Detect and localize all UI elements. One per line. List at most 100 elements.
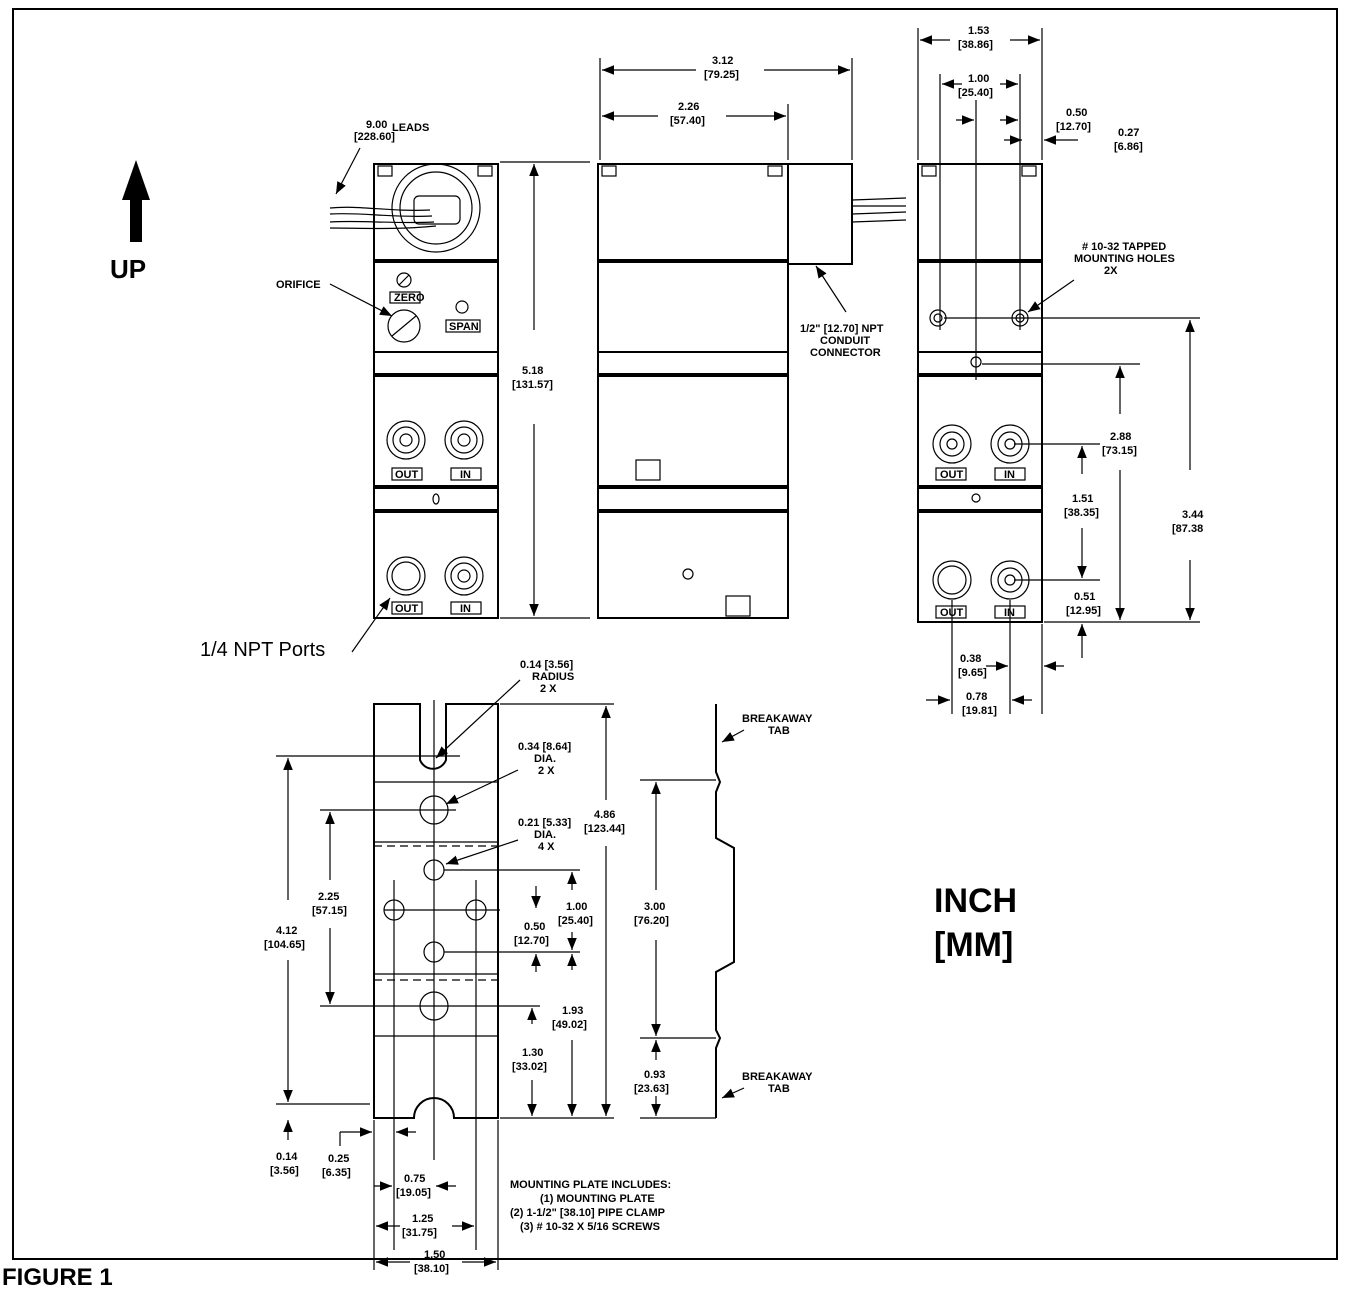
rear-holes-100-mm: [25.40] (958, 87, 993, 99)
plate-050: 0.50 (524, 921, 545, 933)
breakaway-bottom-2: TAB (768, 1083, 790, 1095)
orifice-label: ORIFICE (276, 279, 321, 291)
includes-3: (3) # 10-32 X 5/16 SCREWS (520, 1221, 660, 1233)
plate-130-mm: [33.02] (512, 1061, 547, 1073)
dia21-line2: DIA. (534, 829, 556, 841)
side-093: 0.93 (644, 1069, 665, 1081)
rear-288: 2.88 (1110, 431, 1131, 443)
plate-025-mm: [6.35] (322, 1167, 351, 1179)
rear-344-mm: [87.38 (1172, 523, 1203, 535)
plate-150: 1.50 (424, 1249, 445, 1261)
side-view (597, 58, 907, 619)
plate-100-mm: [25.40] (558, 915, 593, 927)
dia21-line3: 4 X (538, 841, 555, 853)
plate-025: 0.25 (328, 1153, 349, 1165)
conduit-line3: CONNECTOR (810, 347, 881, 359)
mounting-plate (276, 679, 614, 1270)
rear-038: 0.38 (960, 653, 981, 665)
mount-holes-line1: # 10-32 TAPPED (1082, 241, 1166, 253)
plate-193: 1.93 (562, 1005, 583, 1017)
npt-ports-label: 1/4 NPT Ports (200, 639, 325, 661)
plate-412: 4.12 (276, 925, 297, 937)
width-312: 3.12 (712, 55, 733, 67)
plate-150-mm: [38.10] (414, 1263, 449, 1275)
up-arrow-icon (122, 160, 150, 242)
plate-014: 0.14 (276, 1151, 298, 1163)
plate-075-mm: [19.05] (396, 1187, 431, 1199)
dia34-line2: DIA. (534, 753, 556, 765)
plate-050-mm: [12.70] (514, 935, 549, 947)
width-312-mm: [79.25] (704, 69, 739, 81)
breakaway-bottom-1: BREAKAWAY (742, 1071, 813, 1083)
zero-label: ZERO (394, 292, 425, 304)
plate-125: 1.25 (412, 1213, 433, 1225)
rear-344: 3.44 (1182, 509, 1204, 521)
radius-line2: RADIUS (532, 671, 574, 683)
rear-288-mm: [73.15] (1102, 445, 1137, 457)
rear-038-mm: [9.65] (958, 667, 987, 679)
out-port-label-2: OUT (395, 603, 419, 615)
drawing-frame (12, 8, 1338, 1260)
height-518-mm: [131.57] (512, 379, 553, 391)
rear-051-mm: [12.95] (1066, 605, 1101, 617)
mount-holes-line3: 2X (1104, 265, 1118, 277)
height-518: 5.18 (522, 365, 543, 377)
includes-1: (1) MOUNTING PLATE (540, 1193, 655, 1205)
figure-label: FIGURE 1 (2, 1264, 113, 1291)
units-mm: [MM] (934, 926, 1013, 964)
side-300: 3.00 (644, 901, 665, 913)
rear-051: 0.51 (1074, 591, 1095, 603)
side-093-mm: [23.63] (634, 1083, 669, 1095)
rear-in-label-2: IN (1004, 607, 1015, 619)
plate-side-profile (640, 704, 745, 1119)
mount-holes-line2: MOUNTING HOLES (1074, 253, 1175, 265)
rear-050-mm: [12.70] (1056, 121, 1091, 133)
units-inch: INCH (934, 882, 1017, 920)
radius-line1: 0.14 [3.56] (520, 659, 574, 671)
plate-100: 1.00 (566, 901, 587, 913)
rear-in-label: IN (1004, 469, 1015, 481)
rear-050: 0.50 (1066, 107, 1087, 119)
plate-075: 0.75 (404, 1173, 425, 1185)
plate-014-mm: [3.56] (270, 1165, 299, 1177)
rear-view (917, 28, 1200, 714)
in-port-label: IN (460, 469, 471, 481)
rear-out-label-2: OUT (940, 607, 964, 619)
plate-486: 4.86 (594, 809, 615, 821)
conduit-line2: CONDUIT (820, 335, 870, 347)
front-view: ZERO SPAN OUT IN OUT IN (329, 147, 590, 653)
rear-w-153-mm: [38.86] (958, 39, 993, 51)
plate-193-mm: [49.02] (552, 1019, 587, 1031)
rear-holes-100: 1.00 (968, 73, 989, 85)
width-226-mm: [57.40] (670, 115, 705, 127)
rear-out-label: OUT (940, 469, 964, 481)
includes-title: MOUNTING PLATE INCLUDES: (510, 1179, 671, 1191)
leads-word: LEADS (392, 122, 429, 134)
breakaway-top-1: BREAKAWAY (742, 713, 813, 725)
span-label: SPAN (449, 321, 479, 333)
dia34-line1: 0.34 [8.64] (518, 741, 572, 753)
width-226: 2.26 (678, 101, 699, 113)
plate-225-mm: [57.15] (312, 905, 347, 917)
plate-412-mm: [104.65] (264, 939, 305, 951)
breakaway-top-2: TAB (768, 725, 790, 737)
includes-2: (2) 1-1/2" [38.10] PIPE CLAMP (510, 1207, 665, 1219)
plate-130: 1.30 (522, 1047, 543, 1059)
rear-027-mm: [6.86] (1114, 141, 1143, 153)
rear-027: 0.27 (1118, 127, 1139, 139)
rear-w-153: 1.53 (968, 25, 989, 37)
rear-151: 1.51 (1072, 493, 1093, 505)
rear-078-mm: [19.81] (962, 705, 997, 717)
rear-078: 0.78 (966, 691, 987, 703)
dia21-line1: 0.21 [5.33] (518, 817, 572, 829)
dia34-line3: 2 X (538, 765, 555, 777)
up-label: UP (110, 254, 146, 284)
leads-dim: 9.00 (366, 119, 387, 131)
rear-151-mm: [38.35] (1064, 507, 1099, 519)
plate-486-mm: [123.44] (584, 823, 625, 835)
radius-line3: 2 X (540, 683, 557, 695)
conduit-line1: 1/2" [12.70] NPT (800, 323, 884, 335)
out-port-label: OUT (395, 469, 419, 481)
plate-125-mm: [31.75] (402, 1227, 437, 1239)
